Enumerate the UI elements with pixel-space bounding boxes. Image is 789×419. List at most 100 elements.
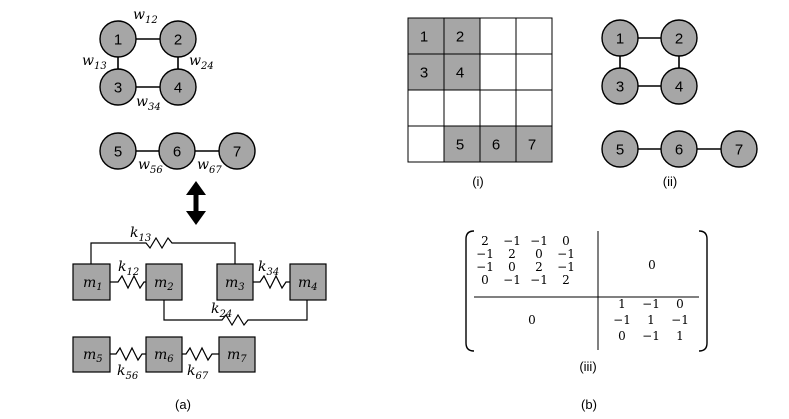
edge-weights: w12 w13 w24 w34 w56 w67 xyxy=(82,7,222,176)
weight-w67: w67 xyxy=(197,157,222,176)
grid-cell-label: 4 xyxy=(456,65,464,82)
matrix-entry: 1 xyxy=(676,329,684,343)
matrix-entry: −1 xyxy=(530,273,548,287)
graph-b-node-6: 6 xyxy=(660,130,698,168)
caption-iii: (iii) xyxy=(579,359,596,374)
graph-a-nodes: 1 2 3 4 5 6 7 xyxy=(99,20,256,170)
matrix-entry: −1 xyxy=(671,313,689,327)
grid-cell xyxy=(479,53,517,91)
panel-a: 1 2 3 4 5 6 7 w12 w13 w24 w34 w56 w67 xyxy=(72,7,327,412)
left-bracket xyxy=(465,230,475,352)
graph-a-edges xyxy=(117,38,219,152)
weight-w34: w34 xyxy=(136,94,161,113)
graph-a-node-2: 2 xyxy=(159,20,197,58)
spring-label-k12: k12 xyxy=(118,259,139,278)
svg-text:4: 4 xyxy=(675,79,683,96)
graph-a-node-1: 1 xyxy=(99,20,137,58)
spring-label-k56: k56 xyxy=(117,363,139,382)
spring-k12 xyxy=(110,274,146,290)
mass-m6: m6 xyxy=(145,336,183,373)
svg-text:m4: m4 xyxy=(298,275,318,293)
grid-cell xyxy=(407,17,445,55)
matrix-entry: 2 xyxy=(481,234,489,248)
caption-a: (a) xyxy=(175,397,191,412)
graph-a-node-3: 3 xyxy=(99,68,137,106)
graph-a-node-7: 7 xyxy=(218,132,256,170)
spring-k13 xyxy=(90,236,236,264)
mass-m3: m3 xyxy=(216,263,254,301)
grid-cell-label: 7 xyxy=(528,137,536,154)
weight-w13: w13 xyxy=(82,53,107,72)
spring-label-k24: k24 xyxy=(211,301,232,320)
caption-i: (i) xyxy=(472,174,484,189)
svg-text:m2: m2 xyxy=(154,275,174,293)
matrix-entry: −1 xyxy=(476,260,494,274)
spring-labels: k13 k12 k34 k24 k56 k67 xyxy=(117,225,279,382)
matrix-entry: −1 xyxy=(530,234,548,248)
graph-a-node-6: 6 xyxy=(158,132,196,170)
mass-m7: m7 xyxy=(218,336,256,373)
svg-text:3: 3 xyxy=(616,79,624,96)
svg-text:5: 5 xyxy=(616,142,624,159)
svg-text:m1: m1 xyxy=(83,275,103,293)
matrix-zero-bottom-left: 0 xyxy=(528,313,536,327)
grid-cell xyxy=(407,89,445,127)
matrix-entry: 0 xyxy=(562,234,570,248)
spring-label-k34: k34 xyxy=(258,259,279,278)
matrix-entry: 2 xyxy=(508,247,516,261)
weight-w56: w56 xyxy=(138,157,163,176)
mass-m5: m5 xyxy=(72,336,111,373)
svg-text:2: 2 xyxy=(675,31,683,48)
svg-text:m7: m7 xyxy=(227,347,247,365)
matrix-entry: 0 xyxy=(618,329,626,343)
matrix-entry: 2 xyxy=(562,273,570,287)
grid-cell xyxy=(443,53,481,91)
mass-m2: m2 xyxy=(145,263,183,301)
svg-text:m6: m6 xyxy=(154,347,174,365)
right-bracket xyxy=(698,230,708,352)
svg-text:m5: m5 xyxy=(83,347,103,365)
grid-cell xyxy=(479,125,517,163)
node-label: 5 xyxy=(114,144,122,161)
svg-text:6: 6 xyxy=(675,142,683,159)
node-label: 4 xyxy=(174,80,182,97)
masses: m1 m2 m3 m4 m5 m6 m7 xyxy=(72,263,327,373)
graph-a-node-5: 5 xyxy=(99,132,137,170)
node-label: 1 xyxy=(114,32,122,49)
matrix-entry: 0 xyxy=(508,260,516,274)
node-label: 2 xyxy=(174,32,182,49)
node-label: 6 xyxy=(173,144,181,161)
grid-cell xyxy=(515,53,553,91)
grid-cell xyxy=(515,125,553,163)
graph-b-node-4: 4 xyxy=(660,67,698,105)
matrix-entry: 0 xyxy=(676,297,684,311)
grid-cell xyxy=(479,17,517,55)
matrix-entry: 0 xyxy=(535,247,543,261)
node-label: 7 xyxy=(233,144,241,161)
graph-b-node-5: 5 xyxy=(601,130,639,168)
grid-cell-label: 5 xyxy=(456,137,464,154)
grid-cell-label: 6 xyxy=(492,137,500,154)
grid-cell-label: 3 xyxy=(420,65,428,82)
node-label: 3 xyxy=(114,80,122,97)
grid-cell xyxy=(515,17,553,55)
spring-k56 xyxy=(110,346,146,362)
matrix-zero-top-right: 0 xyxy=(648,258,656,272)
matrix-entry: −1 xyxy=(642,297,660,311)
matrix-entry: 1 xyxy=(647,313,655,327)
svg-text:m3: m3 xyxy=(225,275,245,293)
grid-cell xyxy=(515,89,553,127)
matrix-entry: −1 xyxy=(557,260,575,274)
mass-m4: m4 xyxy=(289,263,327,301)
matrix-entry: −1 xyxy=(503,273,521,287)
weight-w24: w24 xyxy=(189,53,214,72)
graph-b-node-7: 7 xyxy=(720,130,758,168)
weight-w12: w12 xyxy=(133,7,158,26)
graph-a-node-4: 4 xyxy=(159,68,197,106)
grid-cell-label: 1 xyxy=(420,29,428,46)
